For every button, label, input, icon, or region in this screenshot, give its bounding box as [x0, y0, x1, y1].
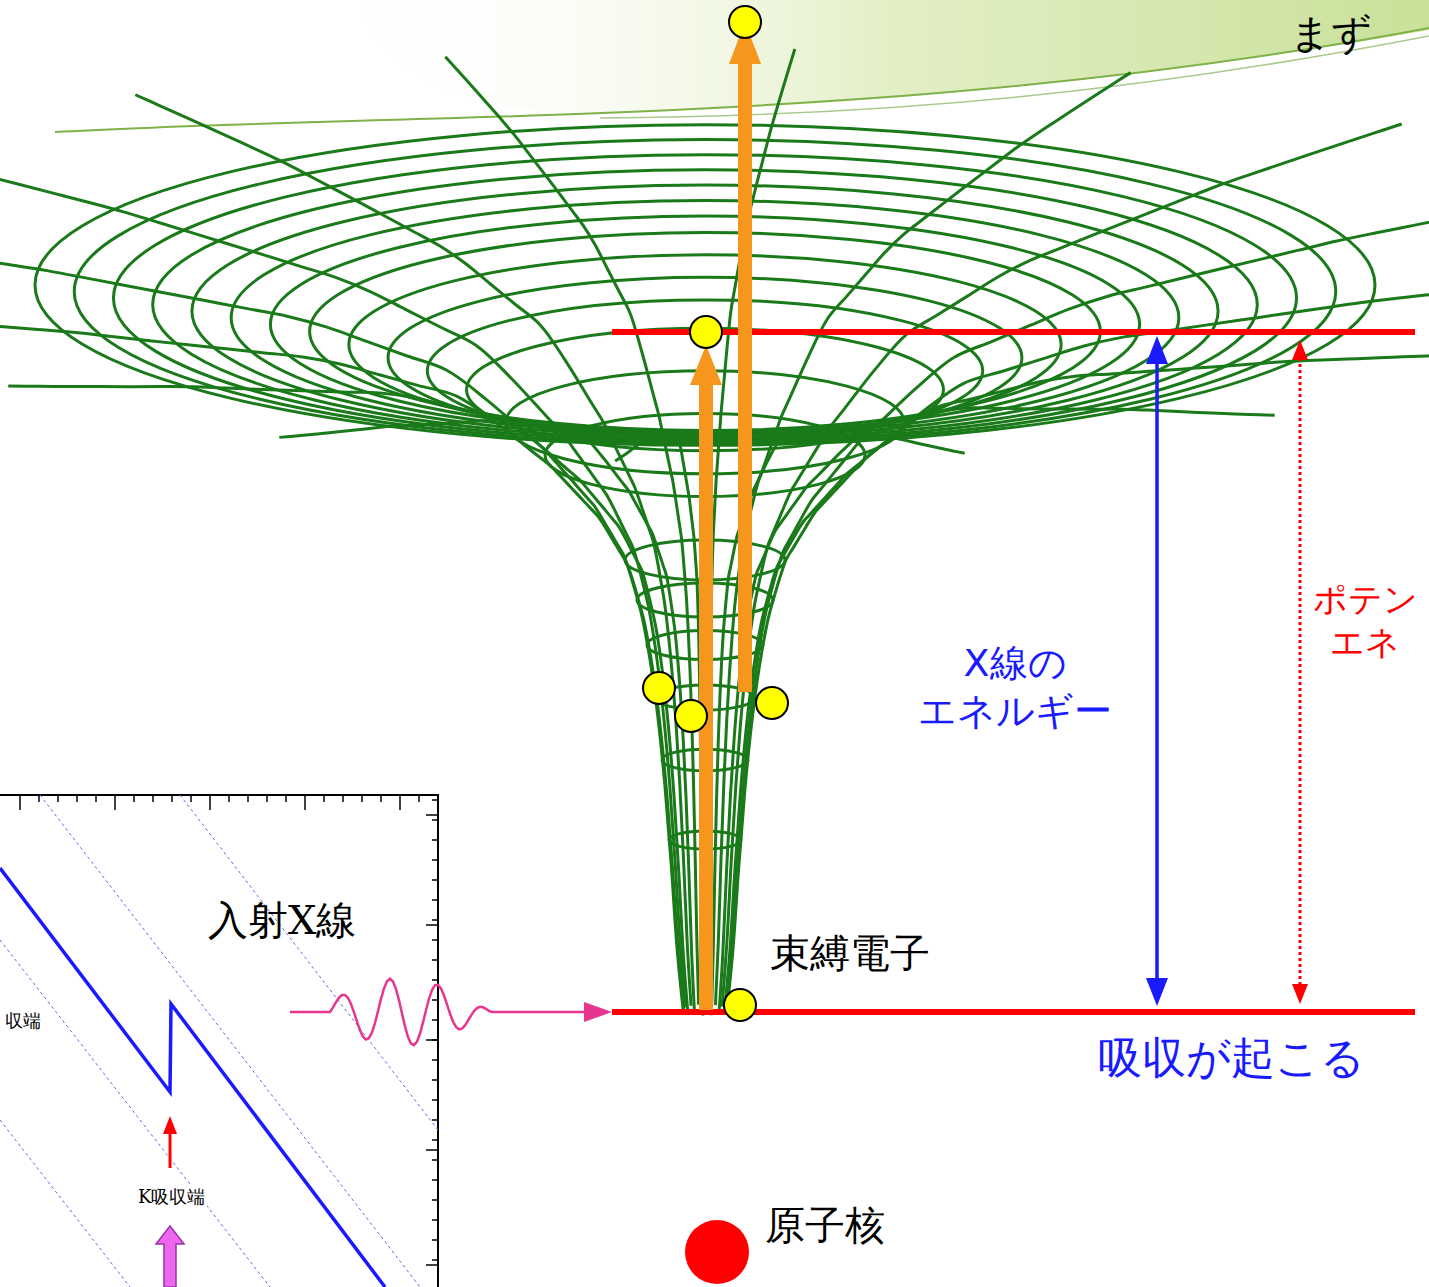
chart-tick — [432, 1059, 438, 1061]
chart-tick — [380, 795, 382, 802]
funnel-meridian — [8, 386, 688, 1013]
incident-xray — [290, 979, 612, 1045]
edge-label: K吸収端 — [136, 1186, 207, 1209]
chart-tick — [426, 1039, 438, 1041]
funnel-meridian — [0, 234, 683, 1009]
chart-tick — [19, 795, 21, 810]
chart-tick — [432, 1019, 438, 1021]
chart-tick — [133, 795, 135, 802]
chart-tick — [432, 839, 438, 841]
chart-tick — [432, 1119, 438, 1121]
chart-frame — [0, 795, 438, 1287]
chart-tick — [432, 1079, 438, 1081]
potential-energy-arrow — [1292, 340, 1308, 1004]
funnel-meridian — [727, 276, 1429, 1011]
funnel-meridian — [726, 195, 1429, 1008]
transition-arrow — [690, 22, 761, 1010]
chart-tick — [432, 879, 438, 881]
chart-tick — [432, 1239, 438, 1241]
funnel-meridian — [0, 315, 684, 1012]
nucleus — [685, 1220, 749, 1284]
chart-tick — [247, 795, 249, 802]
chart-tick — [361, 795, 363, 802]
chart-tick — [323, 795, 325, 802]
funnel-meridian — [715, 73, 1130, 1006]
page-title: まず — [1290, 8, 1372, 58]
chart-tick — [171, 795, 173, 802]
chart-tick — [432, 979, 438, 981]
chart-tick — [432, 939, 438, 941]
energy-label: ポテン エネ — [1306, 578, 1424, 663]
chart-tick — [432, 1219, 438, 1221]
electron-label: 束縛電子 — [770, 928, 930, 978]
chart-tick — [285, 795, 287, 802]
funnel-meridian — [722, 124, 1402, 1007]
chart-tick — [432, 959, 438, 961]
chart-tick — [426, 1264, 438, 1266]
funnel-meridian — [445, 57, 698, 1005]
chart-tick — [432, 1139, 438, 1141]
chart-tick — [432, 1159, 438, 1161]
edge-label: 収端 — [3, 1010, 43, 1033]
chart-tick — [209, 795, 211, 810]
absorption-curve — [0, 868, 385, 1287]
chart-tick — [114, 795, 116, 810]
guide-lines — [0, 795, 438, 1287]
nucleus-label: 原子核 — [765, 1200, 885, 1250]
chart-tick — [426, 1149, 438, 1151]
chart-tick — [342, 795, 344, 802]
chart-tick — [418, 795, 420, 802]
chart-tick — [95, 795, 97, 802]
chart-tick — [399, 795, 401, 810]
edge-pointer — [156, 1226, 184, 1287]
electrons — [643, 6, 788, 1021]
chart-tick — [432, 1099, 438, 1101]
chart-tick — [304, 795, 306, 810]
chart-tick — [38, 795, 40, 802]
funnel-meridian — [135, 95, 691, 1006]
chart-tick — [432, 899, 438, 901]
absorption-chart — [0, 795, 438, 1287]
energy-label: X線の エネルギー — [880, 640, 1150, 735]
chart-tick — [432, 859, 438, 861]
potential-funnel — [0, 49, 1429, 1015]
chart-tick — [266, 795, 268, 802]
absorption-note: 吸収が起こる — [1098, 1030, 1365, 1085]
chart-tick — [152, 795, 154, 802]
chart-tick — [57, 795, 59, 802]
energy-level — [612, 329, 1415, 335]
chart-tick — [432, 919, 438, 921]
chart-tick — [190, 795, 192, 802]
chart-tick — [426, 924, 438, 926]
chart-ticks — [20, 795, 438, 1265]
chart-tick — [432, 819, 438, 821]
incident-xray-label: 入射X線 — [208, 895, 356, 945]
chart-tick — [432, 799, 438, 801]
chart-tick — [432, 1259, 438, 1261]
chart-tick — [228, 795, 230, 802]
chart-tick — [76, 795, 78, 802]
chart-tick — [432, 1179, 438, 1181]
chart-tick — [432, 1199, 438, 1201]
edge-marker-arrow — [163, 1116, 177, 1134]
chart-tick — [426, 814, 438, 816]
edge-marker-arrow — [169, 1132, 172, 1168]
xray-energy-arrow — [1146, 336, 1168, 1006]
chart-tick — [432, 999, 438, 1001]
funnel-meridian — [0, 157, 686, 1007]
funnel-meridian — [724, 353, 1429, 1013]
funnel-meridian — [719, 408, 1275, 1015]
chart-tick — [432, 1039, 438, 1041]
